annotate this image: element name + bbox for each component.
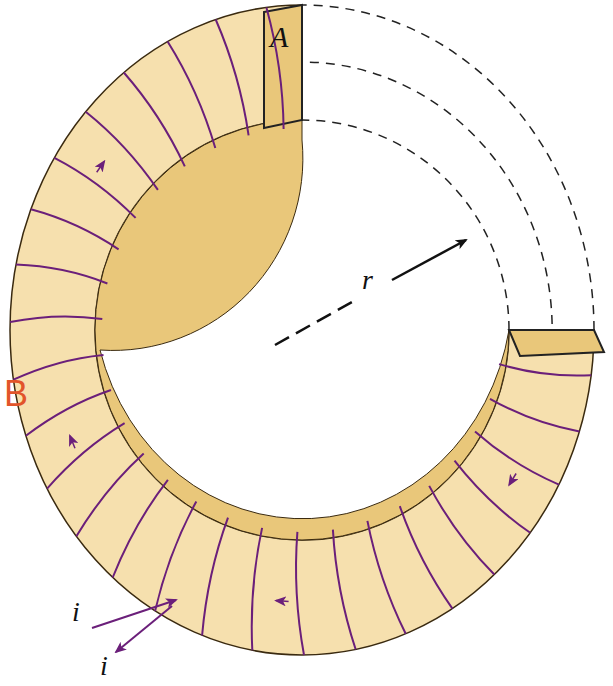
current-label: i xyxy=(100,652,108,680)
winding-turn xyxy=(47,423,125,488)
current-label: i xyxy=(72,598,80,626)
winding-turn xyxy=(155,502,196,611)
winding-turn xyxy=(31,209,119,249)
dashed-outer xyxy=(302,5,594,330)
winding-turn xyxy=(54,158,135,218)
winding-turn xyxy=(124,73,185,167)
toroid-core xyxy=(10,5,594,655)
cross-section-face xyxy=(264,5,302,128)
winding-turn xyxy=(490,399,579,432)
winding-turn xyxy=(429,486,494,575)
lead-wire-out xyxy=(116,606,172,652)
radius-arrow xyxy=(392,240,466,280)
radius-line xyxy=(275,302,352,345)
current-direction-arrow xyxy=(70,436,75,448)
end-face xyxy=(509,330,604,356)
dashed-inner xyxy=(302,120,509,330)
winding-turn xyxy=(168,42,216,149)
winding-turn xyxy=(455,461,531,533)
windings xyxy=(10,7,591,655)
winding-turn xyxy=(252,528,262,650)
winding-turn xyxy=(216,20,249,136)
winding-turn xyxy=(475,431,559,484)
radius-label: r xyxy=(362,266,373,294)
winding-turn xyxy=(86,112,158,190)
dashed-middle xyxy=(302,62,552,340)
winding-turn xyxy=(26,390,111,436)
current-direction-arrow xyxy=(97,161,105,172)
winding-turn xyxy=(113,480,168,578)
winding-turn xyxy=(333,530,356,650)
inner-wall xyxy=(95,120,509,540)
current-direction-arrow xyxy=(509,474,516,485)
winding-turn xyxy=(367,521,405,634)
winding-turn xyxy=(10,316,102,322)
winding-turn xyxy=(16,265,107,284)
winding-turn xyxy=(202,518,228,636)
winding-turn xyxy=(296,532,304,655)
current-direction-arrow xyxy=(276,601,289,602)
winding-turn xyxy=(499,364,591,375)
field-label: B xyxy=(4,376,28,412)
winding-turn xyxy=(76,454,143,537)
winding-turn xyxy=(400,506,453,608)
area-label: A xyxy=(270,22,288,52)
